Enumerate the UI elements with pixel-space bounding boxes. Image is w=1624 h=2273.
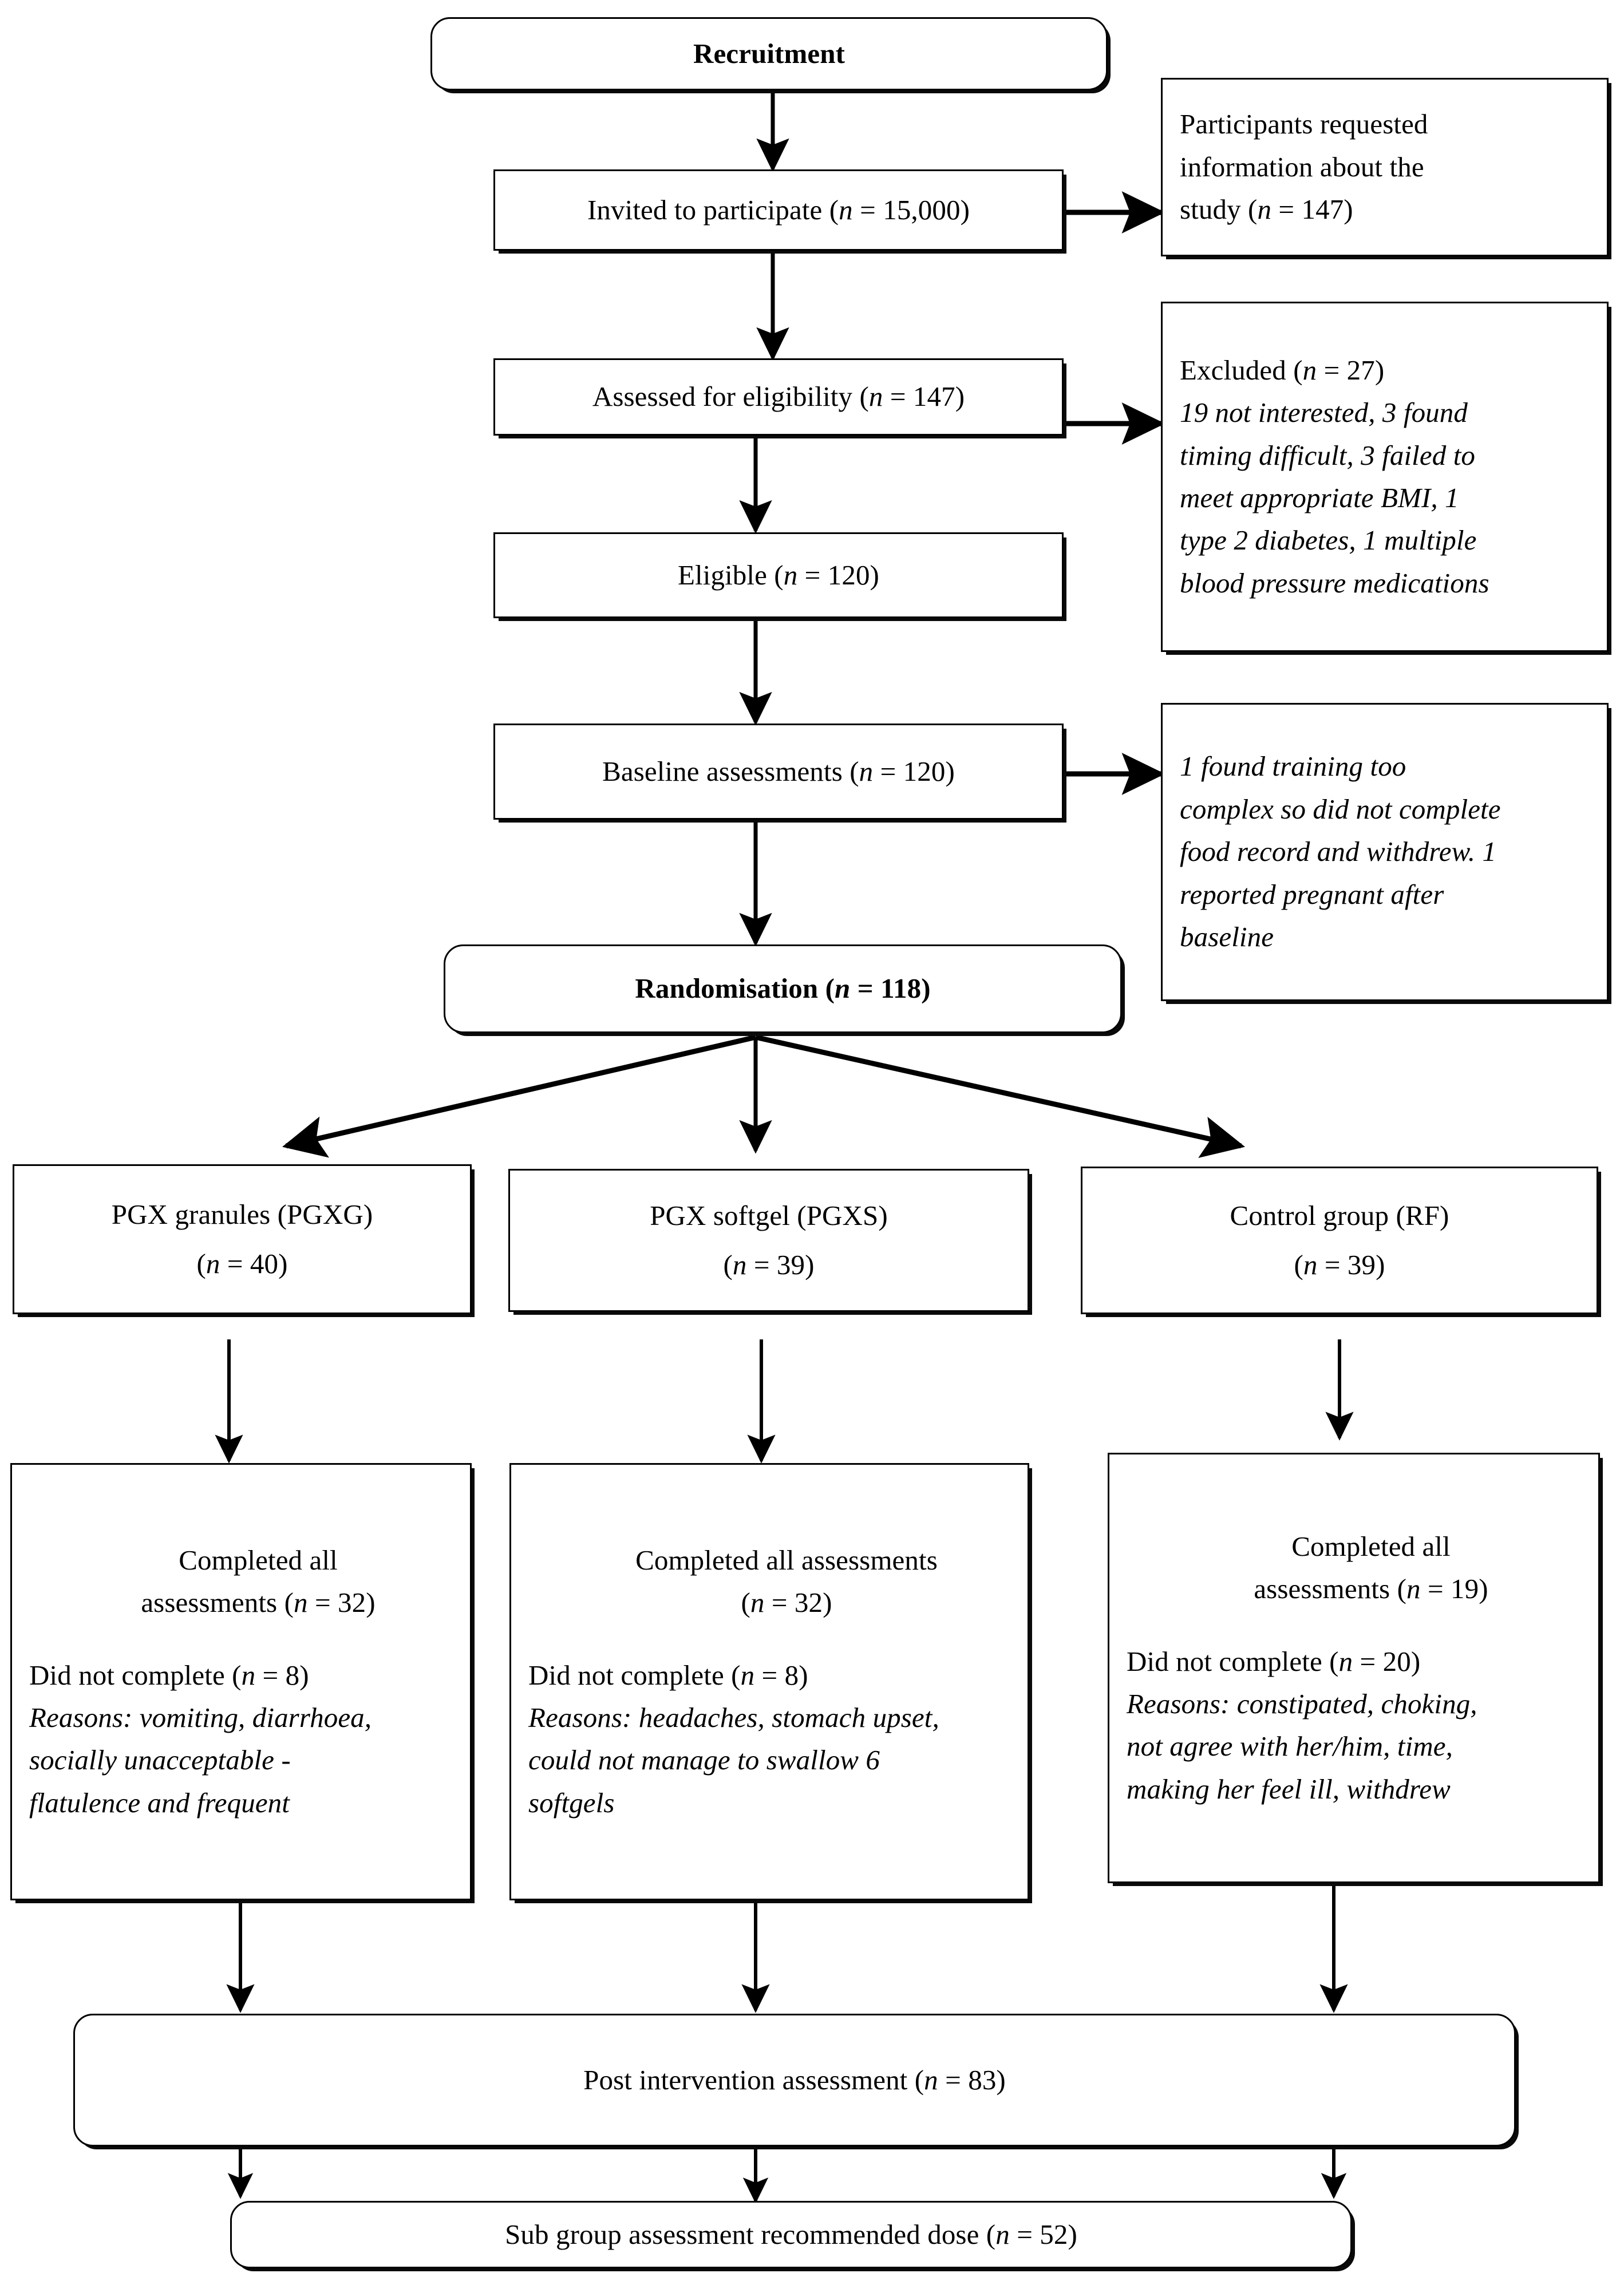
withdrawals-line-4: reported pregnant after [1180, 878, 1444, 910]
excluded-reason-line-3: meet appropriate BMI, 1 [1180, 482, 1459, 513]
node-post-intervention-assessment[interactable]: Post intervention assessment (n = 83) [73, 2014, 1516, 2146]
excluded-reason-line-4: type 2 diabetes, 1 multiple [1180, 524, 1477, 556]
withdrawals-line-3: food record and withdrew. 1 [1180, 836, 1497, 868]
outcome-control-notcompleted: Did not complete (n = 20) [1127, 1645, 1421, 1677]
requested-info-body: Participants requested information about… [1163, 100, 1445, 234]
node-outcome-pgxs[interactable]: Completed all assessments (n = 32) Did n… [509, 1463, 1029, 1900]
arrow-randomisation-to-pgxg [282, 1034, 757, 1158]
outcome-pgxs-spacer [528, 1624, 1045, 1654]
excluded-heading: Excluded (n = 27) [1180, 354, 1385, 386]
arm-pgxs-line-1: PGX softgel (PGXS) [650, 1199, 888, 1231]
outcome-pgxg-reason-line-3: flatulence and frequent [29, 1786, 290, 1819]
withdrawals-line-1: 1 found training too [1180, 750, 1406, 782]
eligible-label: Eligible (n = 120) [678, 559, 879, 591]
outcome-control-body: Completed all assessments (n = 19) Did n… [1109, 1522, 1624, 1815]
outcome-pgxs-completed-line-1: Completed all assessments [635, 1544, 938, 1576]
post-intervention-label: Post intervention assessment (n = 83) [583, 2064, 1006, 2096]
node-arm-pgx-granules[interactable]: PGX granules (PGXG) (n = 40) [13, 1164, 472, 1314]
node-assessed-for-eligibility[interactable]: Assessed for eligibility (n = 147) [493, 358, 1064, 436]
node-baseline-assessments[interactable]: Baseline assessments (n = 120) [493, 724, 1064, 820]
node-participants-requested-info[interactable]: Participants requested information about… [1161, 78, 1609, 256]
arm-pgxg-line-1: PGX granules (PGXG) [111, 1198, 373, 1230]
outcome-pgxg-reason-line-1: Reasons: vomiting, diarrhoea, [29, 1702, 372, 1733]
arm-control-line-2: (n = 39) [1294, 1249, 1385, 1280]
withdrawals-line-2: complex so did not complete [1180, 793, 1501, 825]
outcome-control-reason-line-1: Reasons: constipated, choking, [1127, 1688, 1477, 1719]
outcome-pgxs-notcompleted: Did not complete (n = 8) [528, 1659, 808, 1691]
outcome-pgxg-completed-line-1: Completed all [179, 1544, 338, 1576]
node-excluded[interactable]: Excluded (n = 27) 19 not interested, 3 f… [1161, 302, 1609, 652]
node-arm-pgx-softgel[interactable]: PGX softgel (PGXS) (n = 39) [508, 1169, 1029, 1312]
baseline-label: Baseline assessments (n = 120) [602, 755, 955, 787]
node-subgroup-assessment[interactable]: Sub group assessment recommended dose (n… [230, 2201, 1352, 2268]
arrow-randomisation-to-control [755, 1034, 1246, 1159]
excluded-reason-line-2: timing difficult, 3 failed to [1180, 439, 1476, 471]
outcome-pgxg-notcompleted: Did not complete (n = 8) [29, 1659, 309, 1691]
outcome-control-completed-line-2: assessments (n = 19) [1254, 1573, 1488, 1605]
recruitment-label: Recruitment [693, 37, 845, 69]
outcome-pgxs-body: Completed all assessments (n = 32) Did n… [511, 1536, 1062, 1828]
outcome-pgxg-spacer [29, 1624, 487, 1654]
node-randomisation[interactable]: Randomisation (n = 118) [444, 944, 1122, 1033]
node-recruitment[interactable]: Recruitment [430, 17, 1108, 90]
node-arm-control-group[interactable]: Control group (RF) (n = 39) [1081, 1167, 1598, 1314]
arm-pgxs-line-2: (n = 39) [723, 1249, 815, 1280]
node-outcome-control[interactable]: Completed all assessments (n = 19) Did n… [1108, 1453, 1600, 1883]
invited-label: Invited to participate (n = 15,000) [587, 193, 970, 226]
requested-info-line-3: study (n = 147) [1180, 193, 1353, 226]
requested-info-line-2: information about the [1180, 151, 1424, 183]
outcome-pgxg-body: Completed all assessments (n = 32) Did n… [12, 1536, 504, 1828]
withdrawals-body: 1 found training too complex so did not … [1163, 742, 1518, 962]
outcome-pgxs-reason-line-1: Reasons: headaches, stomach upset, [528, 1702, 939, 1733]
node-invited-to-participate[interactable]: Invited to participate (n = 15,000) [493, 169, 1064, 251]
assessed-label: Assessed for eligibility (n = 147) [592, 381, 965, 413]
outcome-pgxg-completed-line-2: assessments (n = 32) [141, 1587, 376, 1619]
outcome-pgxg-reason-line-2: socially unacceptable - [29, 1744, 291, 1776]
node-eligible[interactable]: Eligible (n = 120) [493, 532, 1064, 618]
randomisation-label: Randomisation (n = 118) [635, 973, 931, 1005]
withdrawals-line-5: baseline [1180, 921, 1274, 953]
node-outcome-pgxg[interactable]: Completed all assessments (n = 32) Did n… [10, 1463, 472, 1900]
subgroup-label: Sub group assessment recommended dose (n… [505, 2218, 1077, 2250]
outcome-pgxs-completed-line-2: (n = 32) [741, 1587, 832, 1619]
excluded-body: Excluded (n = 27) 19 not interested, 3 f… [1163, 346, 1507, 608]
outcome-control-reason-line-2: not agree with her/him, time, [1127, 1730, 1453, 1762]
outcome-pgxs-reason-line-2: could not manage to swallow 6 [528, 1744, 880, 1776]
excluded-reason-line-5: blood pressure medications [1180, 567, 1489, 599]
excluded-reason-line-1: 19 not interested, 3 found [1180, 397, 1468, 429]
outcome-control-spacer [1127, 1611, 1615, 1640]
outcome-control-completed-line-1: Completed all [1291, 1530, 1451, 1562]
outcome-pgxs-reason-line-3: softgels [528, 1786, 615, 1819]
outcome-control-reason-line-3: making her feel ill, withdrew [1127, 1773, 1451, 1805]
requested-info-line-1: Participants requested [1180, 108, 1428, 140]
arm-control-line-1: Control group (RF) [1230, 1199, 1449, 1231]
arm-pgxg-line-2: (n = 40) [196, 1248, 288, 1279]
node-post-baseline-withdrawals[interactable]: 1 found training too complex so did not … [1161, 703, 1609, 1001]
